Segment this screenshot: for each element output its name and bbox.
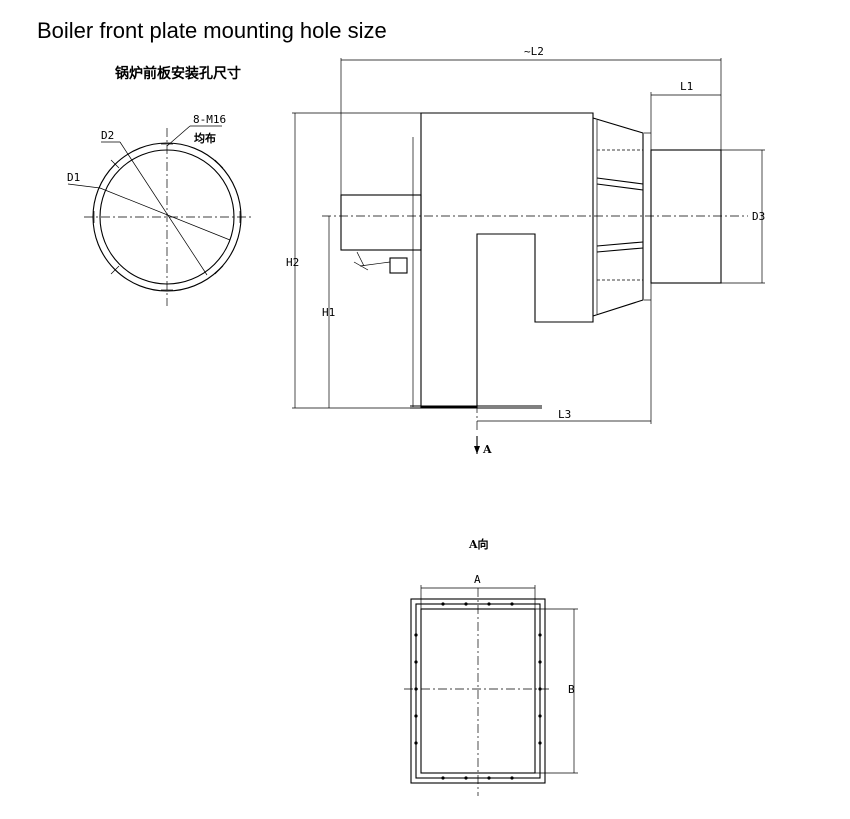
h2-label: H2 <box>286 256 299 269</box>
a-label: A <box>474 573 481 586</box>
d3-label: D3 <box>752 210 765 223</box>
d1-leader-1 <box>67 183 101 189</box>
cone-shroud <box>592 117 644 317</box>
front-plate-heading: 锅炉前板安装孔尺寸 <box>115 65 241 82</box>
l3-label: L3 <box>558 408 571 421</box>
flange-bolt-holes <box>414 602 542 780</box>
cone-vanes <box>596 149 644 281</box>
view-a-heading: A向 <box>468 537 489 551</box>
burner-body <box>420 112 594 408</box>
l1-label: L1 <box>680 80 693 93</box>
bolt-spec-label: 8-M16 <box>193 113 226 126</box>
bolt-note: 均布 <box>194 131 216 145</box>
b-label: B <box>568 683 575 696</box>
d2-leader-2 <box>119 141 208 276</box>
burner-side-view: ~L2 L1 L3 H2 H1 D3 A <box>286 45 765 456</box>
l2-label: ~L2 <box>524 45 544 58</box>
linkage-3 <box>353 261 369 271</box>
blast-tube <box>650 149 722 284</box>
front-plate-view: 锅炉前板安装孔尺寸 D1 D2 8-M16 均布 <box>67 65 252 306</box>
view-a-arrow-label: A <box>482 443 492 456</box>
servo-box <box>389 257 408 274</box>
bolt-leader-2 <box>166 125 191 147</box>
d1-label: D1 <box>67 171 80 184</box>
page-title: Boiler front plate mounting hole size <box>37 18 387 43</box>
view-a-flange: A向 <box>404 537 578 796</box>
linkage-2 <box>359 261 391 267</box>
d1-leader-2 <box>99 187 231 241</box>
d2-label: D2 <box>101 129 114 142</box>
h1-label: H1 <box>322 306 335 319</box>
bolt-holes <box>93 143 241 291</box>
linkage-1 <box>356 251 365 267</box>
motor <box>340 194 422 251</box>
